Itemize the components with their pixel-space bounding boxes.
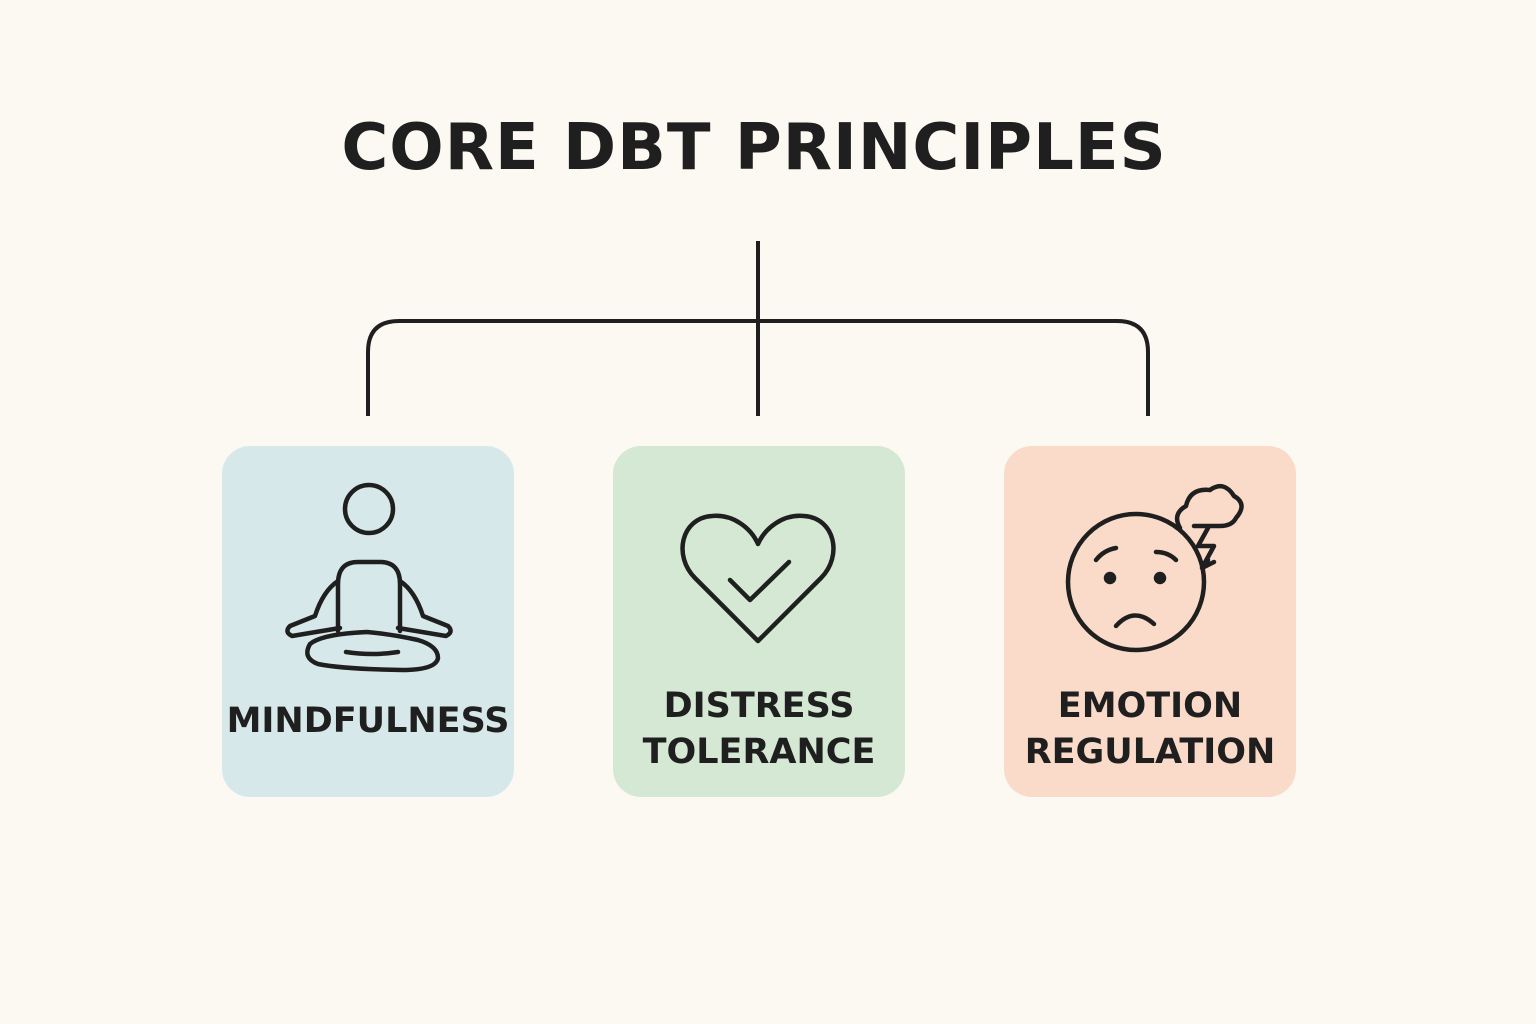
distress-tolerance-card: DISTRESS TOLERANCE [613,446,905,797]
mindfulness-card: MINDFULNESS [222,446,514,797]
distress-label-line1: DISTRESS [663,686,855,726]
emotion-regulation-card: EMOTION REGULATION [1004,446,1296,797]
distress-label-line2: TOLERANCE [642,732,876,772]
emotion-label-line2: REGULATION [1024,732,1276,772]
branch-bar [366,319,1150,416]
worried-face-storm-icon [1065,483,1244,653]
meditation-icon [285,482,453,673]
diagram-title: CORE DBT PRINCIPLES [341,111,1167,185]
mindfulness-label: MINDFULNESS [226,701,510,741]
heart-check-icon [680,513,836,644]
emotion-label-line1: EMOTION [1057,686,1243,726]
